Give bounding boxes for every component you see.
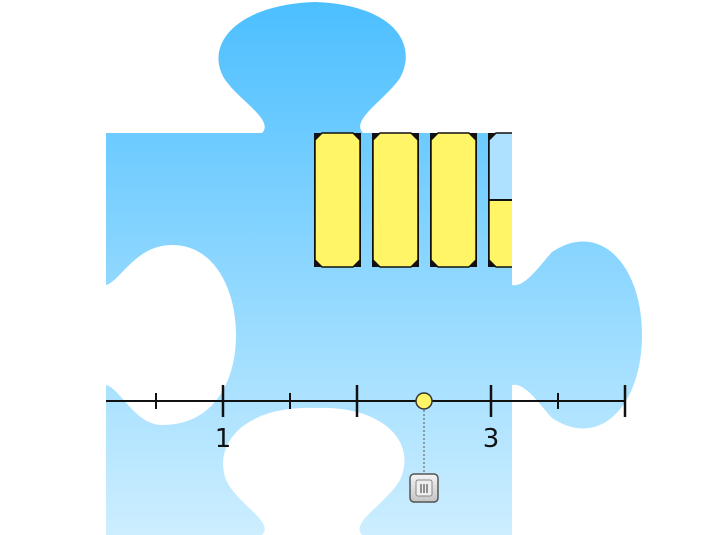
- drag-handle-button[interactable]: [409, 473, 439, 503]
- fraction-bar-fill: [489, 200, 512, 267]
- fraction-bar-fill: [431, 133, 476, 267]
- puzzle-piece: [106, 2, 642, 535]
- grip-icon: [415, 479, 433, 497]
- fraction-bar: [314, 132, 361, 268]
- fraction-bars: [314, 132, 512, 268]
- fraction-bar: [488, 132, 512, 268]
- number-line: 1 3: [106, 385, 627, 474]
- fraction-bar: [430, 132, 477, 268]
- fraction-bar-fill: [315, 133, 360, 267]
- fraction-bar-outline: [314, 132, 361, 268]
- fraction-bar-fill: [373, 133, 418, 267]
- fraction-bar: [372, 132, 419, 268]
- fraction-bar-outline: [488, 132, 512, 268]
- tick-label-3: 3: [483, 424, 500, 454]
- tick-label-1: 1: [215, 424, 232, 454]
- number-line-point[interactable]: [415, 392, 433, 410]
- fraction-bar-outline: [430, 132, 477, 268]
- fraction-bar-outline: [372, 132, 419, 268]
